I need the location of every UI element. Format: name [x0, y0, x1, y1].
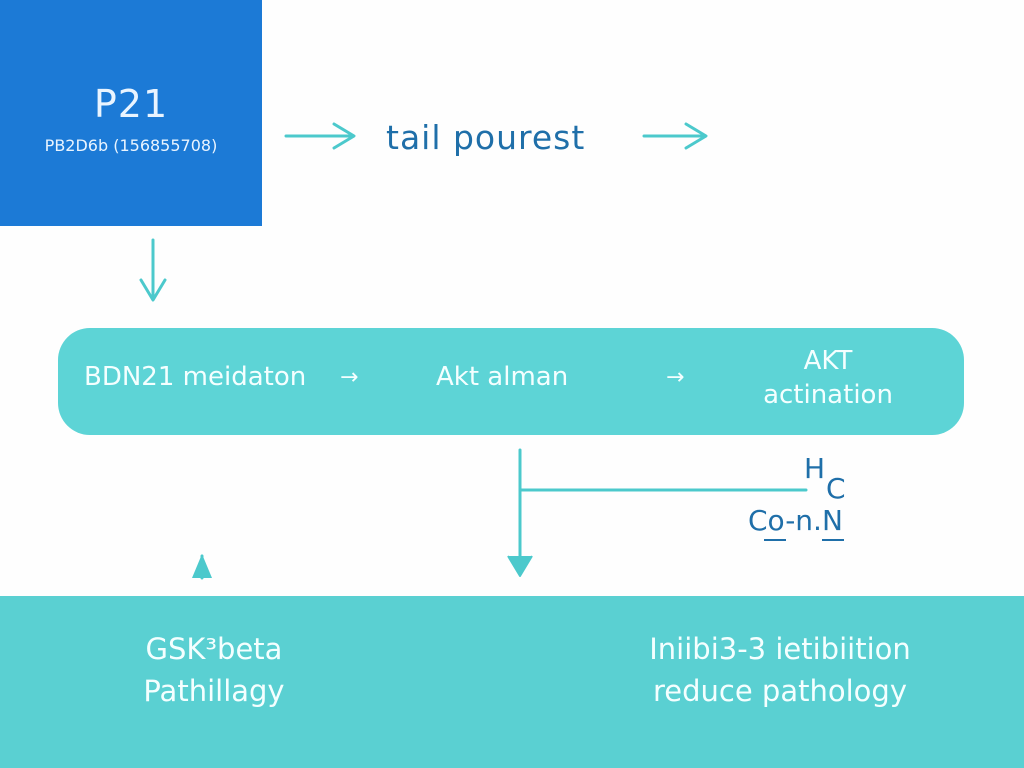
- bottom-right-line-1: Iniibi3-3 ietibiition: [649, 632, 911, 666]
- pathway-step-3: AKT actination: [734, 344, 922, 412]
- bottom-right-text: Iniibi3-3 ietibiition reduce pathology: [640, 628, 920, 712]
- pathway-bar: BDN21 meidaton → Akt alman → AKT actinat…: [58, 328, 964, 435]
- p21-subtitle: PB2D6b (156855708): [44, 136, 218, 155]
- bottom-left-line-2: Pathillagy: [143, 674, 285, 708]
- p21-title: P21: [93, 82, 169, 126]
- arrow-down-icon: [139, 238, 167, 302]
- arrow-right-icon: [284, 122, 356, 150]
- bottom-right-line-2: reduce pathology: [653, 674, 907, 708]
- formula-main: Co-n.N: [748, 504, 843, 537]
- pathway-arrow-2: →: [666, 365, 685, 390]
- bottom-left-line-1: GSK³beta: [145, 632, 283, 666]
- pathway-step-1: BDN21 meidaton: [84, 362, 307, 392]
- bottom-band: GSK³beta Pathillagy Iniibi3-3 ietibiitio…: [0, 596, 1024, 768]
- arrow-right-icon: [642, 122, 708, 150]
- pathway-step-3-line-1: AKT: [803, 346, 853, 376]
- p21-box: P21 PB2D6b (156855708): [0, 0, 262, 226]
- formula-h: H: [804, 452, 826, 485]
- top-flow-label: tail pourest: [386, 118, 586, 157]
- arrow-up-icon: [192, 554, 212, 580]
- pathway-arrow-1: →: [340, 365, 359, 390]
- bottom-left-text: GSK³beta Pathillagy: [130, 628, 298, 712]
- pathway-step-3-line-2: actination: [763, 380, 893, 410]
- formula-c: C: [826, 472, 846, 505]
- pathway-step-2: Akt alman: [436, 362, 569, 392]
